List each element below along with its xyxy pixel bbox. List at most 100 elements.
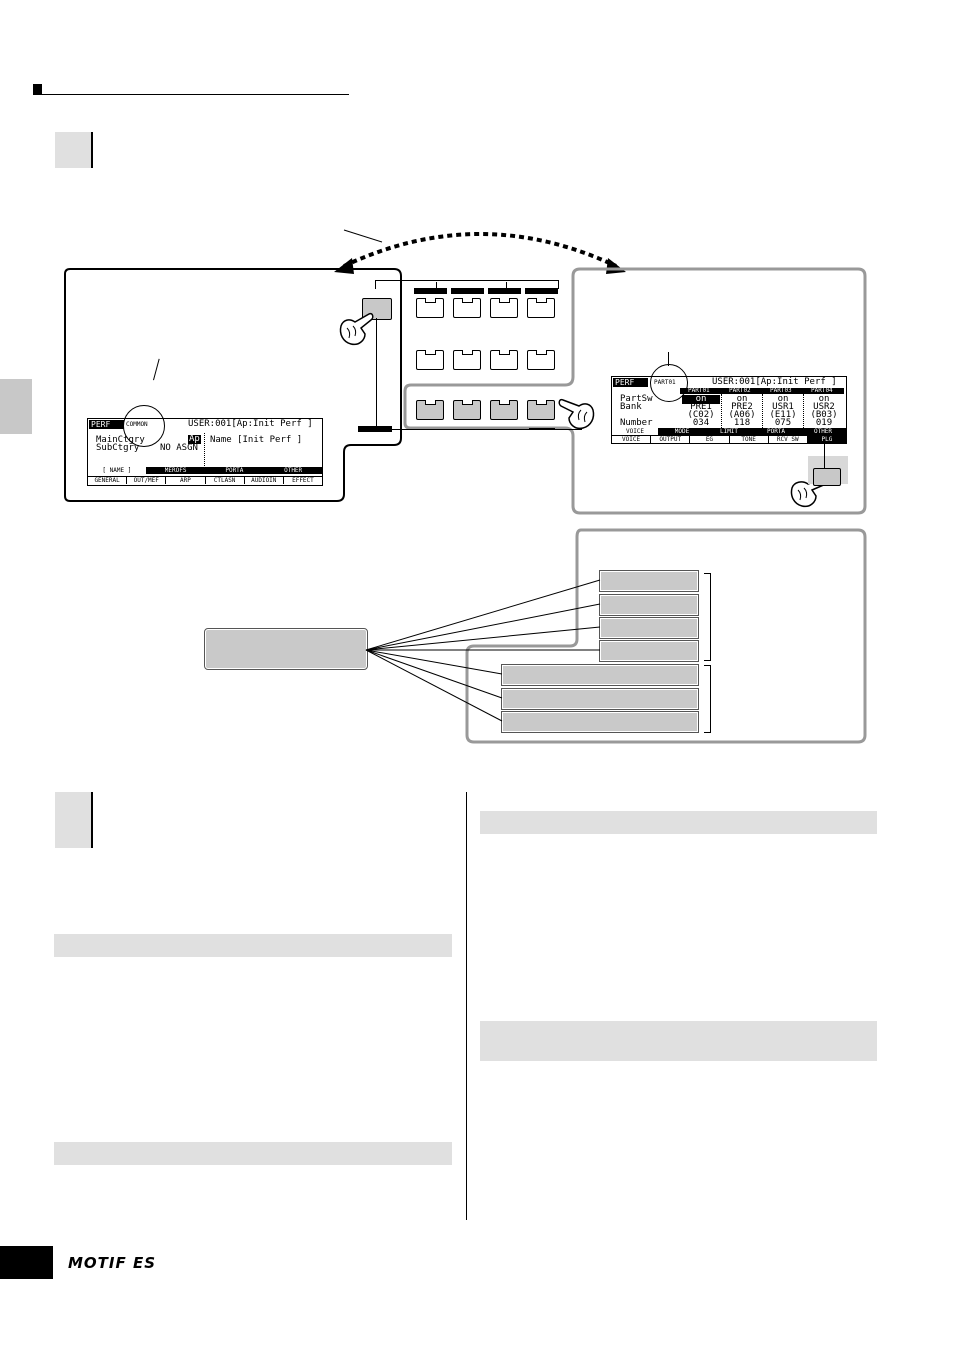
section-heading-bar xyxy=(54,934,452,957)
lcd-tab[interactable]: EFFECT xyxy=(282,477,322,484)
lcd-tab[interactable]: MEROFS xyxy=(145,467,205,474)
parameter-box xyxy=(599,570,699,592)
lcd-partsw-value: on xyxy=(818,394,830,404)
parameter-panel-outline xyxy=(465,528,867,744)
lcd-tab[interactable]: MODE xyxy=(658,428,705,435)
lcd-partsw-value: on xyxy=(682,395,720,404)
lcd-separator xyxy=(204,433,205,466)
lcd-mode-label: PERF xyxy=(89,420,125,429)
lcd-row-label: Bank xyxy=(620,402,642,412)
section-rule xyxy=(42,94,349,95)
lcd-tab[interactable]: OTHER xyxy=(263,467,322,474)
parameter-box xyxy=(599,594,699,616)
lcd-tab[interactable]: OUT/MEF xyxy=(126,477,165,484)
lcd-bank-sub: (A06) xyxy=(728,410,756,420)
lcd-tab[interactable]: OUTPUT xyxy=(650,436,689,443)
function-button[interactable] xyxy=(527,350,555,370)
lcd-part-header-bar xyxy=(680,388,844,394)
function-button[interactable] xyxy=(453,350,481,370)
function-button[interactable] xyxy=(490,350,518,370)
label-bar xyxy=(488,288,521,294)
label-bar xyxy=(451,288,484,294)
lcd-bank-value: PRE1 xyxy=(690,402,712,412)
lcd-bank-sub: (E11) xyxy=(769,410,797,420)
lcd-tab[interactable]: RCV SW xyxy=(767,436,807,443)
lcd-lower-tabs: VOICE OUTPUT EG TONE RCV SW PLG xyxy=(612,435,846,443)
parameter-box xyxy=(599,617,699,639)
parameter-connector-lines xyxy=(365,579,601,722)
lcd-tab[interactable]: CTLASN xyxy=(204,477,244,484)
part-label-line xyxy=(529,428,555,429)
bracket-tick-2 xyxy=(500,282,507,288)
lcd-part-name: PART03 xyxy=(770,387,792,394)
parameter-box xyxy=(599,640,699,662)
common-label-bar xyxy=(358,426,392,432)
common-connector xyxy=(376,318,377,426)
lcd-header: USER:001[Ap:Init Perf ] xyxy=(712,377,837,387)
section-heading-bar xyxy=(480,1021,877,1061)
source-box xyxy=(204,628,368,670)
function-button[interactable] xyxy=(490,298,518,318)
part-select-button[interactable] xyxy=(527,400,555,420)
step-box-1 xyxy=(55,132,93,168)
lcd-tab[interactable]: VOICE xyxy=(622,436,641,443)
part-select-button[interactable] xyxy=(453,400,481,420)
lcd-row1-label: MainCtgry xyxy=(96,435,145,445)
lcd-tab[interactable]: PLG xyxy=(806,436,846,443)
lcd-tab[interactable]: EG xyxy=(689,436,728,443)
pointing-hand-icon xyxy=(558,398,595,430)
label-bar xyxy=(525,288,558,294)
column-divider xyxy=(466,792,467,1220)
lcd-mode-label: PERF xyxy=(613,378,649,387)
lcd-bank-value: USR1 xyxy=(772,402,794,412)
page-number-block xyxy=(0,1246,53,1279)
pointing-hand-icon xyxy=(339,312,374,346)
button-group-bracket xyxy=(375,280,559,289)
lcd-tab[interactable]: LIMIT xyxy=(705,428,752,435)
section-marker xyxy=(33,84,42,95)
lcd-tab[interactable]: PORTA xyxy=(204,467,264,474)
lcd-column-divider xyxy=(721,394,722,428)
lcd-partsw-value: on xyxy=(777,394,789,404)
parameter-box xyxy=(501,711,699,733)
part-panel-outline xyxy=(403,267,867,515)
lcd-column-divider xyxy=(762,394,763,428)
lcd-row2-value: NO ASGN xyxy=(160,443,198,453)
label-bar xyxy=(414,288,447,294)
lcd-tab[interactable]: TONE xyxy=(728,436,768,443)
function-button[interactable] xyxy=(416,298,444,318)
common-panel-outline xyxy=(64,268,402,502)
function-button[interactable] xyxy=(527,298,555,318)
lcd-column-divider xyxy=(803,394,804,428)
group-bracket-lower xyxy=(704,665,711,733)
lcd-tab[interactable]: OTHER xyxy=(799,428,846,435)
lcd-number-value: 075 xyxy=(774,418,792,428)
product-logo: MOTIF ES xyxy=(68,1254,157,1272)
step-box-2 xyxy=(55,792,93,848)
section-heading-bar xyxy=(54,1142,452,1165)
group-bracket-upper xyxy=(704,573,711,661)
parameter-box xyxy=(501,688,699,710)
part-select-button[interactable] xyxy=(490,400,518,420)
lcd-part-name: PART04 xyxy=(811,387,833,394)
lcd-header: USER:001[Ap:Init Perf ] xyxy=(188,419,313,429)
lcd-part-name: PART02 xyxy=(729,387,751,394)
part-select-button[interactable] xyxy=(416,400,444,420)
lcd-number-value: 019 xyxy=(815,418,833,428)
f6-connector xyxy=(824,440,825,468)
lcd-partsw-value: on xyxy=(736,394,748,404)
lcd-number-value: 118 xyxy=(733,418,751,428)
part-lcd-screen: PERF PART01 USER:001[Ap:Init Perf ] PART… xyxy=(611,376,847,444)
lcd-row1-value: Ap xyxy=(188,434,201,444)
lcd-tab[interactable]: ARP xyxy=(165,477,204,484)
lcd-tab[interactable]: PORTA xyxy=(752,428,799,435)
common-label-line xyxy=(392,429,582,430)
lcd-tab[interactable]: [ NAME ] xyxy=(102,467,132,474)
function-button[interactable] xyxy=(416,350,444,370)
f6-button[interactable] xyxy=(813,468,841,486)
parameter-box xyxy=(501,664,699,686)
lcd-tab[interactable]: VOICE xyxy=(625,428,645,435)
lcd-tab[interactable]: GENERAL xyxy=(94,477,120,484)
function-button[interactable] xyxy=(453,298,481,318)
lcd-tab[interactable]: AUDIOIN xyxy=(243,477,283,484)
